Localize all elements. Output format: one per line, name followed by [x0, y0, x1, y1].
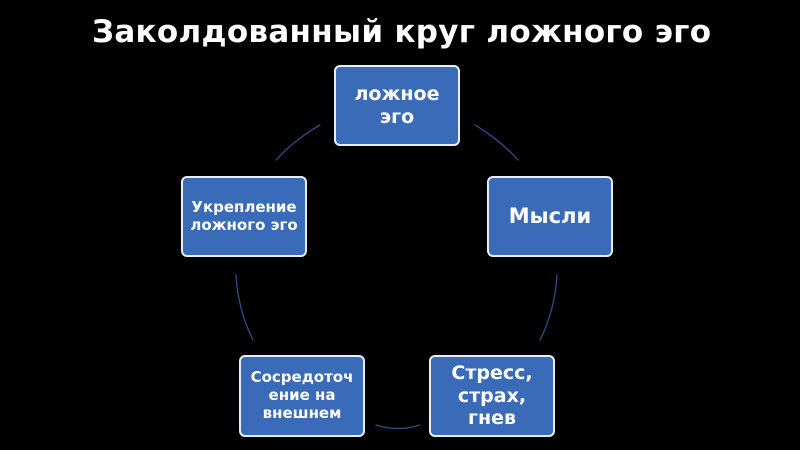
- node-reinforcing-false-ego: Укрепление ложного эго: [181, 176, 307, 257]
- slide-title: Заколдованный круг ложного эго: [92, 14, 712, 50]
- connector-ego-to-thoughts: [474, 124, 519, 161]
- connector-reinforce-to-ego: [275, 124, 321, 161]
- connector-stress-to-focus: [375, 424, 421, 430]
- node-false-ego: ложное эго: [334, 65, 460, 146]
- node-thoughts: Мысли: [487, 176, 613, 257]
- node-external-focus: Сосредоточение на внешнем: [239, 355, 365, 437]
- connector-focus-to-reinforce: [235, 274, 254, 341]
- node-stress-fear-anger: Стресс, страх, гнев: [429, 355, 555, 437]
- connector-thoughts-to-stress: [539, 274, 558, 341]
